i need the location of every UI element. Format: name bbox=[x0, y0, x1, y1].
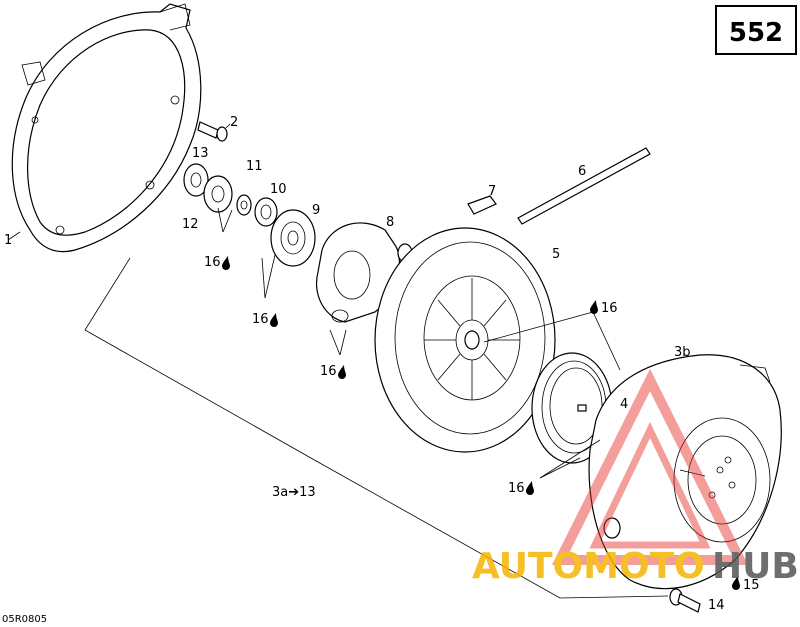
svg-text:16: 16 bbox=[601, 301, 618, 316]
callout-6: 6 bbox=[578, 164, 586, 179]
part-13-washer bbox=[183, 163, 209, 197]
callout-11: 11 bbox=[246, 159, 263, 174]
oil-drop-icon bbox=[526, 481, 534, 495]
oil-drop-icon bbox=[590, 300, 598, 314]
oil-drop-icon bbox=[270, 313, 278, 327]
callout-13: 13 bbox=[192, 146, 209, 161]
svg-text:16: 16 bbox=[204, 255, 221, 270]
callout-5: 5 bbox=[552, 247, 560, 262]
callout-labels: 1 2 13 11 10 12 9 8 7 6 5 4 3b 3a➔13 14 … bbox=[4, 115, 760, 613]
part-3b-starter-housing bbox=[588, 354, 782, 590]
callout-7: 7 bbox=[488, 184, 496, 199]
callout-3a: 3a➔13 bbox=[272, 485, 316, 500]
callout-9: 9 bbox=[312, 203, 320, 218]
callout-2: 2 bbox=[230, 115, 238, 130]
reference-code: 05R0805 bbox=[2, 614, 47, 625]
oil-drop-icon bbox=[732, 576, 740, 590]
callout-16-c: 16 bbox=[320, 364, 346, 379]
callout-16-b: 16 bbox=[252, 312, 278, 327]
part-2-bolt bbox=[197, 121, 231, 142]
leader-lines bbox=[7, 207, 669, 599]
callout-16-e: 16 bbox=[508, 481, 534, 496]
callout-8: 8 bbox=[386, 215, 394, 230]
part-11-washer bbox=[236, 194, 252, 216]
page-number-box: 552 bbox=[715, 5, 797, 55]
part-12-spacer bbox=[203, 175, 233, 213]
watermark: AUTOMOTO HUB bbox=[472, 368, 799, 587]
page-number: 552 bbox=[729, 18, 783, 48]
oil-drop-icon bbox=[222, 256, 230, 270]
watermark-brand-right: HUB bbox=[712, 546, 799, 587]
part-7-handle bbox=[467, 195, 497, 215]
part-9-pawl-plate bbox=[270, 209, 316, 267]
svg-text:16: 16 bbox=[252, 312, 269, 327]
part-5-rope-pulley bbox=[374, 227, 556, 453]
callout-1: 1 bbox=[4, 233, 12, 248]
watermark-triangle-logo bbox=[551, 368, 749, 565]
part-10-bushing bbox=[254, 197, 278, 227]
callout-14: 14 bbox=[708, 598, 725, 613]
callout-16-d: 16 bbox=[590, 300, 618, 316]
callout-16-a: 16 bbox=[204, 255, 230, 270]
part-8-ratchet bbox=[316, 222, 413, 323]
svg-text:16: 16 bbox=[320, 364, 337, 379]
callout-3b: 3b bbox=[674, 345, 691, 360]
watermark-brand-left: AUTOMOTO bbox=[472, 546, 705, 587]
callout-15: 15 bbox=[732, 576, 760, 593]
svg-text:15: 15 bbox=[743, 578, 760, 593]
part-1-housing-cover bbox=[11, 3, 202, 253]
callout-12: 12 bbox=[182, 217, 199, 232]
part-6-rope bbox=[517, 147, 651, 225]
oil-drop-icon bbox=[338, 365, 346, 379]
svg-text:16: 16 bbox=[508, 481, 525, 496]
callout-4: 4 bbox=[620, 397, 628, 412]
part-14-screw bbox=[669, 588, 701, 613]
callout-10: 10 bbox=[270, 182, 287, 197]
